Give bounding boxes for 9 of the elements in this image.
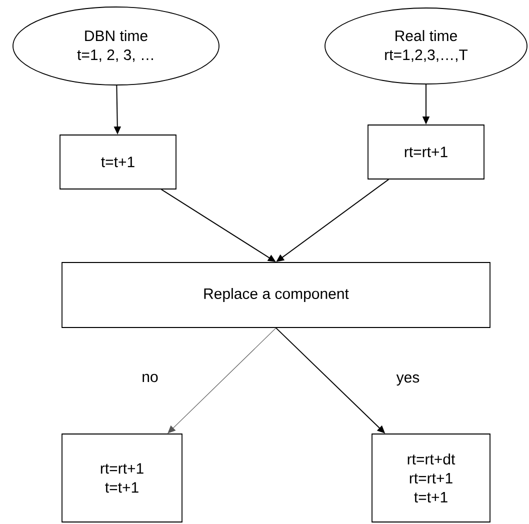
ellipse-node: DBN time t=1, 2, 3, … — [12, 6, 220, 86]
process-box: Replace a component — [62, 262, 490, 328]
process-box: rt=rt+1 — [368, 124, 484, 180]
edge-label: no — [140, 372, 160, 384]
process-box: t=t+1 — [60, 134, 176, 190]
process-box: rt=rt+dt rt=rt+1 t=t+1 — [372, 434, 490, 522]
process-box: rt=rt+1 t=t+1 — [62, 434, 182, 522]
ellipse-node: Real time rt=1,2,3,…,T — [324, 8, 528, 84]
edge-label: yes — [395, 373, 421, 387]
